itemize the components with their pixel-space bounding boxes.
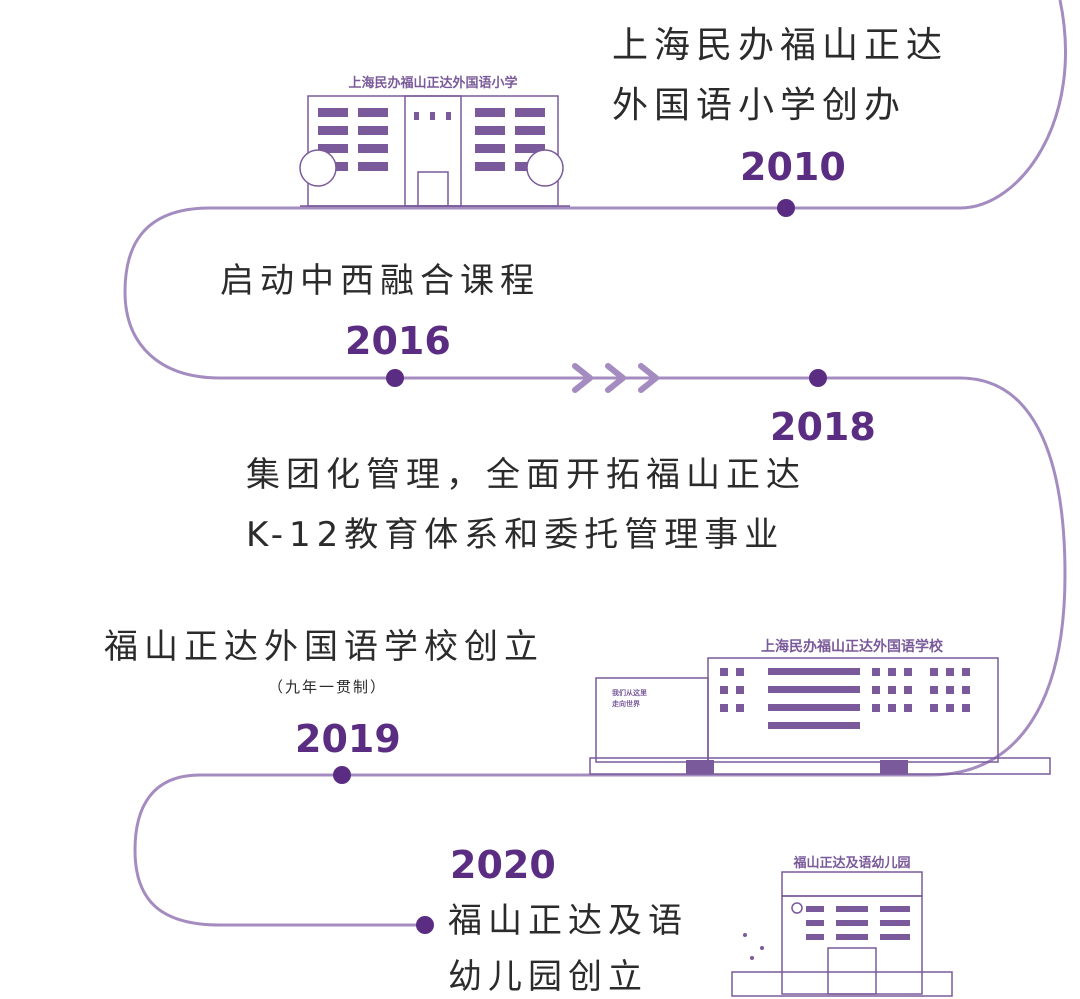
dot-2010 [777, 199, 795, 217]
dot-2018 [809, 369, 827, 387]
kindergarten-building: 福山正达及语幼儿园 [731, 855, 953, 997]
year-2019: 2019 [295, 717, 401, 761]
arrow-right-icon [638, 363, 659, 393]
milestone-2018-line-2: K-12教育体系和委托管理事业 [246, 515, 785, 555]
kindergarten-sign: 福山正达及语幼儿园 [792, 855, 910, 871]
dot-2016 [386, 369, 404, 387]
milestone-2019-note: （九年一贯制） [268, 678, 388, 696]
dot-2019 [333, 766, 351, 784]
school-motto-line-1: 我们从这里 [612, 688, 647, 697]
school-motto-line-2: 走向世界 [612, 699, 641, 708]
milestone-2016-line-1: 启动中西融合课程 [220, 261, 540, 301]
arrow-right-icon [572, 363, 593, 393]
milestone-2020-line-2: 幼儿园创立 [448, 957, 648, 997]
year-2010: 2010 [740, 145, 846, 189]
timeline-path [123, 0, 1067, 927]
milestone-2018-line-1: 集团化管理，全面开拓福山正达 [246, 455, 806, 495]
milestone-2010-line-2: 外国语小学创办 [612, 85, 907, 126]
year-2018: 2018 [770, 405, 876, 449]
milestone-2020-line-1: 福山正达及语 [448, 901, 688, 941]
milestone-2019-line-1: 福山正达外国语学校创立 [104, 627, 544, 667]
primary-school-building: 上海民办福山正达外国语小学 [299, 75, 570, 207]
year-2020: 2020 [450, 843, 556, 887]
school-building: 上海民办福山正达外国语学校 我们从这里 走向世界 [589, 638, 1051, 775]
milestone-2010-line-1: 上海民办福山正达 [612, 25, 949, 66]
arrows-decoration [572, 363, 659, 393]
year-2016: 2016 [345, 319, 451, 363]
dot-2020 [416, 916, 434, 934]
primary-school-sign: 上海民办福山正达外国语小学 [348, 75, 517, 91]
arrow-right-icon [605, 363, 626, 393]
school-sign: 上海民办福山正达外国语学校 [761, 638, 944, 655]
